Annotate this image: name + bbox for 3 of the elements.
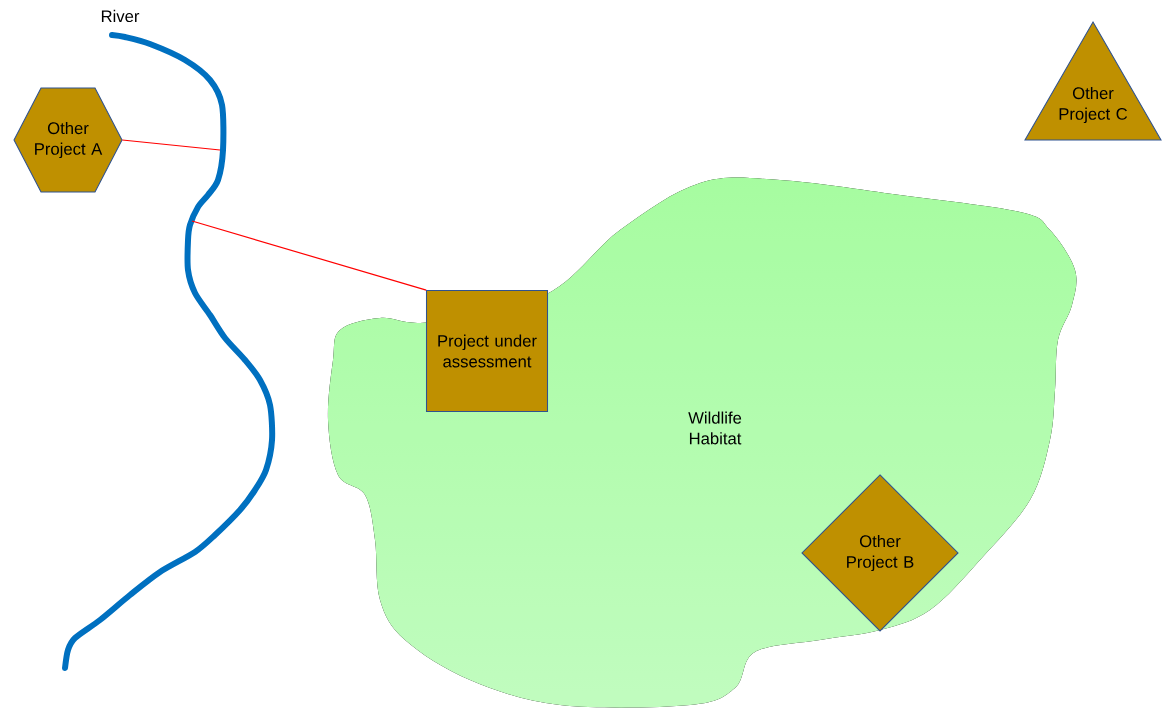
connector-line bbox=[121, 139, 221, 151]
project-hexagon: Other Project A bbox=[13, 87, 123, 193]
connector-line bbox=[191, 220, 427, 291]
